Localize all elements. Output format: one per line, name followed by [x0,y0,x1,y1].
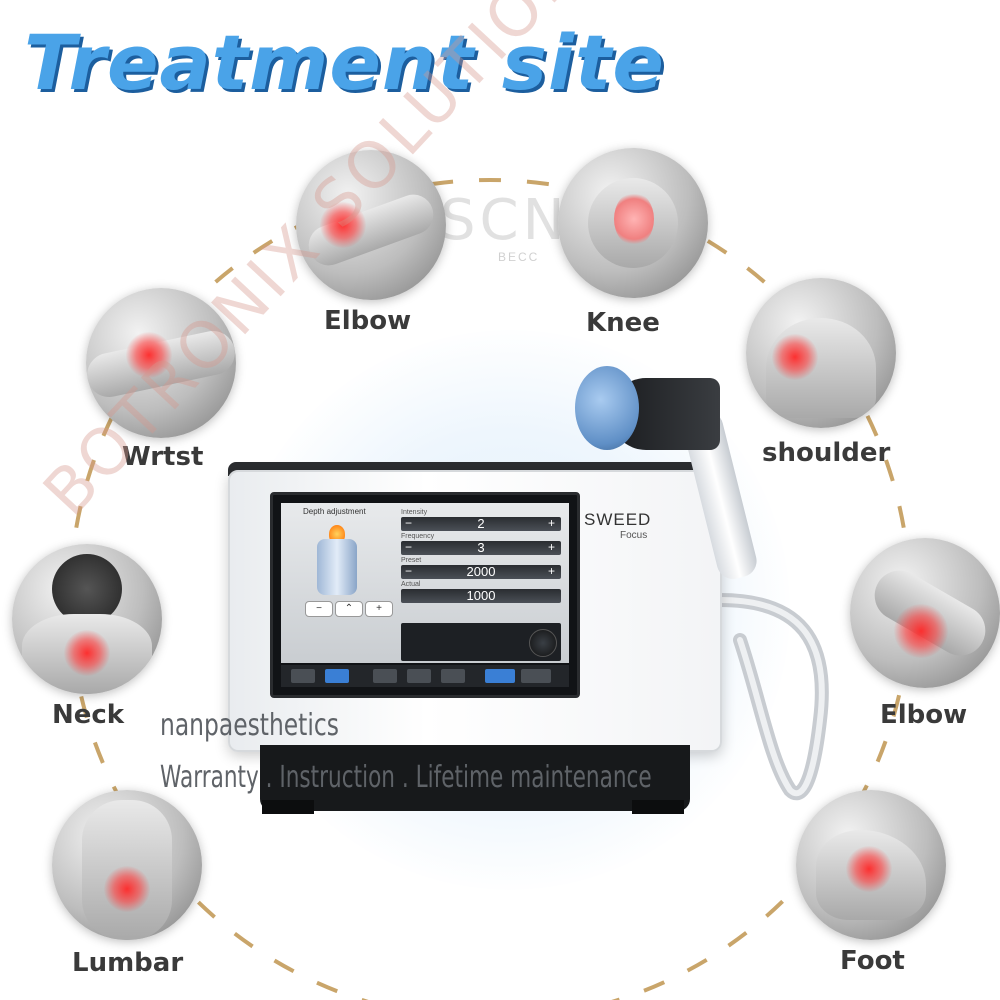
site-label-elbow: Elbow [324,306,412,336]
pain-spot [320,202,366,248]
site-label-foot: Foot [840,946,905,976]
site-photo-wrist [86,288,236,438]
param-label: Actual [401,581,421,588]
flame-icon [329,525,345,543]
pain-spot [126,332,172,378]
param-value: 1000 [466,588,496,603]
pain-spot [614,192,654,246]
dial-icon [529,629,557,657]
param-value: 3 [477,540,485,555]
site-photo-shoulder [746,278,896,428]
device-foot-left [262,800,314,814]
param-row-actual: 1000 [401,588,561,603]
param-value: 2000 [466,564,496,579]
device-brand-sub: Focus [620,530,648,541]
handpiece-head [575,366,639,450]
applicator-graphic [317,539,357,595]
screen-content: Depth adjustment − ⌃ + Intensity − 2 + F… [281,503,569,663]
param-value: 2 [477,516,485,531]
status-panel [401,623,561,661]
param-row-frequency: − 3 + [401,540,561,555]
site-photo-lumbar [52,790,202,940]
plus-button[interactable]: + [547,516,555,530]
minus-button[interactable]: − [405,564,413,578]
site-photo-knee [558,148,708,298]
site-label-lumbar: Lumbar [72,948,184,978]
plus-button[interactable]: + [547,564,555,578]
pain-spot [64,630,110,676]
pain-spot [846,846,892,892]
site-label-shoulder: shoulder [762,438,891,468]
minus-button[interactable]: − [405,540,413,554]
nav-button[interactable] [373,669,397,683]
overlay-text-services: Warranty . Instruction . Lifetime mainte… [160,760,652,795]
device-touchscreen[interactable]: Depth adjustment − ⌃ + Intensity − 2 + F… [270,492,580,698]
screen-nav-bar [281,665,569,687]
param-row-preset: − 2000 + [401,564,561,579]
pain-spot [772,334,818,380]
plus-button[interactable]: + [547,540,555,554]
site-label-knee: Knee [586,308,660,338]
minus-button[interactable]: − [405,516,413,530]
depth-plus-button[interactable]: + [365,601,393,617]
nav-auto-button[interactable] [485,669,515,683]
nav-button[interactable] [407,669,431,683]
site-photo-neck [12,544,162,694]
nav-button[interactable] [441,669,465,683]
nav-manual-button[interactable] [521,669,551,683]
device-foot-right [632,800,684,814]
device-brand: SWEED [584,510,652,529]
site-photo-foot [796,790,946,940]
site-label-neck: Neck [52,700,125,730]
site-photo-elbow-right [850,538,1000,688]
param-label: Frequency [401,533,435,540]
param-label: Intensity [401,509,428,516]
param-row-intensity: − 2 + [401,516,561,531]
brand-watermark-sub: BECC [498,250,540,264]
page-title: Treatment site [24,18,665,107]
overlay-text-store: nanpaesthetics [160,708,339,743]
nav-home-button[interactable] [291,669,315,683]
depth-center-button[interactable]: ⌃ [335,601,363,617]
site-label-wrist: Wrtst [122,442,204,472]
site-label-elbow-right: Elbow [880,700,968,730]
pain-spot [104,866,150,912]
device-base [260,745,690,811]
pain-spot [894,604,948,658]
depth-minus-button[interactable]: − [305,601,333,617]
nav-user-button[interactable] [325,669,349,683]
site-photo-elbow [296,150,446,300]
depth-adjustment-label: Depth adjustment [303,507,366,516]
param-label: Preset [401,557,422,564]
